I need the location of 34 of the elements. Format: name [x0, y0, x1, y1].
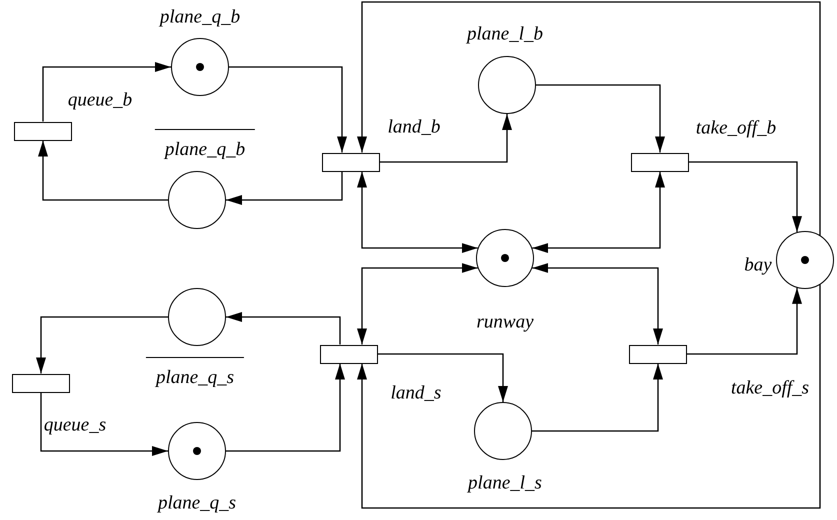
arc-arrow	[689, 161, 802, 232]
arc-arrow	[357, 172, 478, 253]
arc-arrow	[532, 263, 663, 344]
arc-arrow	[38, 140, 168, 201]
transition-label: land_b	[388, 118, 440, 136]
arc-arrow	[357, 1, 821, 236]
transition-label: queue_s	[44, 416, 106, 434]
arc-arrow	[42, 62, 171, 122]
place-label: plane_q_s	[146, 357, 244, 387]
transition-label: queue_b	[68, 90, 132, 110]
place-label: runway	[476, 312, 534, 332]
arc-arrow	[36, 316, 168, 374]
arc-arrow	[536, 84, 665, 152]
arc-arrow	[687, 288, 802, 355]
place-label: plane_q_b	[160, 8, 240, 26]
arc-arrow	[40, 392, 168, 456]
arc-arrow	[378, 353, 508, 402]
transition-label: take_off_b	[696, 118, 776, 138]
arc-arrow	[229, 66, 347, 152]
place-label: bay	[744, 256, 772, 274]
arc-arrow	[532, 364, 663, 432]
arc-arrow	[226, 172, 343, 205]
transition-label: land_s	[390, 384, 442, 402]
place-label: plane_l_s	[468, 474, 542, 492]
place-label: plane_l_b	[467, 24, 543, 44]
arc-arrow	[532, 172, 665, 253]
place-label: plane_q_s	[158, 494, 236, 512]
arc-arrow	[226, 312, 341, 344]
arc-arrow	[380, 114, 512, 163]
arc-arrow	[357, 263, 478, 344]
place-label: plane_q_b	[154, 129, 256, 159]
arc-arrow	[357, 284, 821, 509]
arc-arrow	[226, 364, 345, 452]
transition-label: take_off_s	[730, 378, 810, 398]
